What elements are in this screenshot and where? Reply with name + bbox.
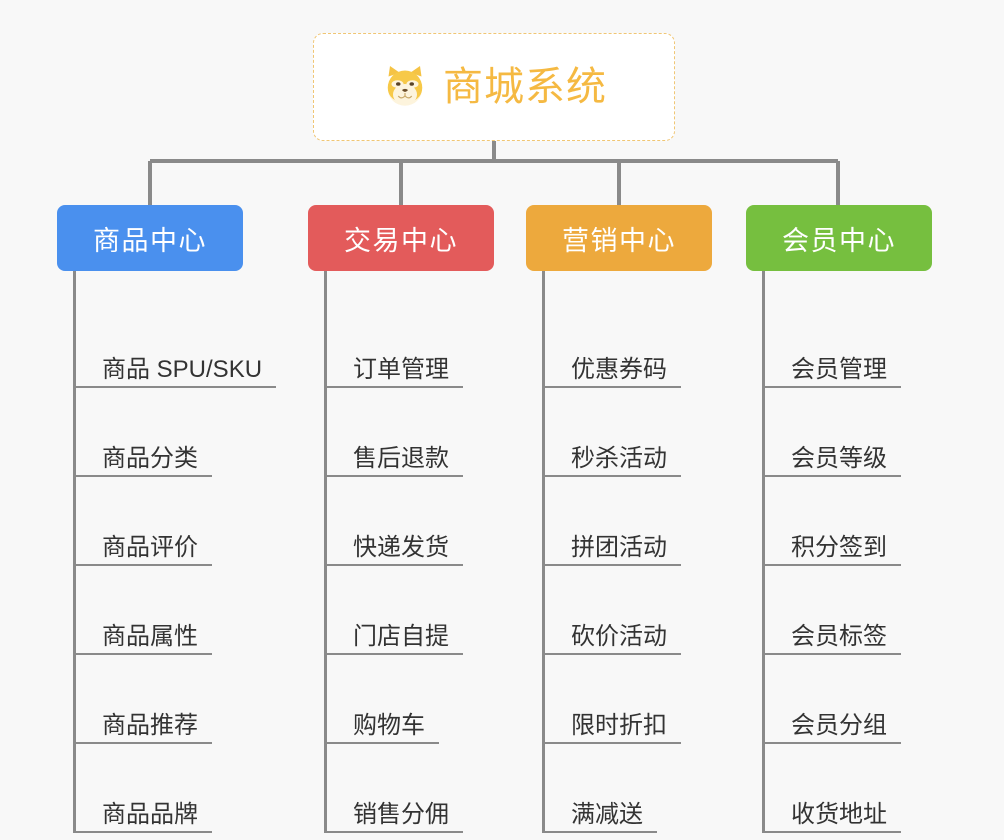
leaf-underline xyxy=(762,742,901,744)
leaf-spine-2 xyxy=(542,271,545,833)
leaf-item[interactable]: 商品 SPU/SKU xyxy=(57,299,276,388)
leaf-underline xyxy=(542,386,681,388)
leaf-underline xyxy=(542,653,681,655)
leaf-item[interactable]: 会员分组 xyxy=(746,655,932,744)
leaf-underline xyxy=(762,831,901,833)
leaf-item[interactable]: 快递发货 xyxy=(308,477,494,566)
leaf-label: 订单管理 xyxy=(353,356,449,383)
leaf-underline xyxy=(542,742,681,744)
leaf-underline xyxy=(324,475,463,477)
leaf-underline xyxy=(73,475,212,477)
branch-column-1: 交易中心 订单管理 售后退款 快递发货 门店自提 购物车 xyxy=(308,205,494,833)
leaf-item[interactable]: 门店自提 xyxy=(308,566,494,655)
category-label-0: 商品中心 xyxy=(93,225,207,256)
leaf-label: 满减送 xyxy=(571,801,643,828)
leaf-item[interactable]: 购物车 xyxy=(308,655,494,744)
leaf-item[interactable]: 满减送 xyxy=(526,744,712,833)
leaf-item[interactable]: 拼团活动 xyxy=(526,477,712,566)
leaf-label: 会员标签 xyxy=(791,623,887,650)
leaf-underline xyxy=(762,475,901,477)
leaf-label: 商品分类 xyxy=(102,445,198,472)
category-label-3: 会员中心 xyxy=(782,225,896,256)
leaf-spine-0 xyxy=(73,271,76,833)
leaf-list-1: 订单管理 售后退款 快递发货 门店自提 购物车 销售分佣 xyxy=(308,271,494,833)
leaf-underline xyxy=(73,653,212,655)
leaf-underline xyxy=(73,742,212,744)
leaf-label: 拼团活动 xyxy=(571,534,667,561)
category-box-3[interactable]: 会员中心 xyxy=(746,205,932,271)
leaf-label: 优惠券码 xyxy=(571,356,667,383)
leaf-item[interactable]: 售后退款 xyxy=(308,388,494,477)
leaf-label: 收货地址 xyxy=(791,801,887,828)
leaf-item[interactable]: 积分签到 xyxy=(746,477,932,566)
leaf-label: 购物车 xyxy=(353,712,425,739)
leaf-underline xyxy=(324,564,463,566)
leaf-item[interactable]: 收货地址 xyxy=(746,744,932,833)
leaf-item[interactable]: 优惠券码 xyxy=(526,299,712,388)
leaf-item[interactable]: 商品推荐 xyxy=(57,655,243,744)
leaf-label: 门店自提 xyxy=(353,623,449,650)
leaf-label: 砍价活动 xyxy=(571,623,667,650)
leaf-underline xyxy=(324,653,463,655)
leaf-underline xyxy=(73,386,276,388)
leaf-item[interactable]: 会员管理 xyxy=(746,299,932,388)
branch-column-2: 营销中心 优惠券码 秒杀活动 拼团活动 砍价活动 限时折扣 xyxy=(526,205,712,833)
leaf-underline xyxy=(324,386,463,388)
leaf-item[interactable]: 商品品牌 xyxy=(57,744,243,833)
leaf-item[interactable]: 会员标签 xyxy=(746,566,932,655)
leaf-item[interactable]: 限时折扣 xyxy=(526,655,712,744)
leaf-underline xyxy=(73,564,212,566)
leaf-underline xyxy=(542,475,681,477)
root-node[interactable]: 商城系统 xyxy=(313,33,675,141)
root-title: 商城系统 xyxy=(443,65,607,109)
leaf-label: 商品 SPU/SKU xyxy=(102,356,263,383)
leaf-label: 商品推荐 xyxy=(102,712,198,739)
leaf-label: 会员管理 xyxy=(791,356,887,383)
leaf-item[interactable]: 砍价活动 xyxy=(526,566,712,655)
leaf-label: 限时折扣 xyxy=(571,712,667,739)
shiba-dog-face-icon xyxy=(387,66,423,106)
leaf-label: 售后退款 xyxy=(353,445,449,472)
leaf-underline xyxy=(762,564,901,566)
leaf-item[interactable]: 会员等级 xyxy=(746,388,932,477)
leaf-underline xyxy=(762,386,901,388)
leaf-label: 商品品牌 xyxy=(102,801,198,828)
category-label-2: 营销中心 xyxy=(562,225,676,256)
leaf-label: 快递发货 xyxy=(353,534,449,561)
leaf-item[interactable]: 订单管理 xyxy=(308,299,494,388)
leaf-label: 会员等级 xyxy=(791,445,887,472)
leaf-label: 商品属性 xyxy=(102,623,198,650)
leaf-underline xyxy=(324,831,463,833)
leaf-underline xyxy=(762,653,901,655)
leaf-label: 销售分佣 xyxy=(353,801,449,828)
branch-column-3: 会员中心 会员管理 会员等级 积分签到 会员标签 会员分组 xyxy=(746,205,932,833)
category-box-1[interactable]: 交易中心 xyxy=(308,205,494,271)
category-box-2[interactable]: 营销中心 xyxy=(526,205,712,271)
leaf-underline xyxy=(542,831,657,833)
leaf-item[interactable]: 销售分佣 xyxy=(308,744,494,833)
leaf-item[interactable]: 商品评价 xyxy=(57,477,243,566)
category-label-1: 交易中心 xyxy=(344,225,458,256)
leaf-label: 会员分组 xyxy=(791,712,887,739)
leaf-spine-1 xyxy=(324,271,327,833)
leaf-label: 积分签到 xyxy=(791,534,887,561)
leaf-item[interactable]: 商品属性 xyxy=(57,566,243,655)
branch-column-0: 商品中心 商品 SPU/SKU 商品分类 商品评价 商品属性 商品推荐 xyxy=(57,205,276,833)
leaf-underline xyxy=(324,742,439,744)
leaf-spine-3 xyxy=(762,271,765,833)
leaf-item[interactable]: 商品分类 xyxy=(57,388,243,477)
leaf-list-0: 商品 SPU/SKU 商品分类 商品评价 商品属性 商品推荐 商品品牌 xyxy=(57,271,276,833)
leaf-underline xyxy=(73,831,212,833)
leaf-item[interactable]: 秒杀活动 xyxy=(526,388,712,477)
category-box-0[interactable]: 商品中心 xyxy=(57,205,243,271)
leaf-list-3: 会员管理 会员等级 积分签到 会员标签 会员分组 收货地址 xyxy=(746,271,932,833)
leaf-label: 商品评价 xyxy=(102,534,198,561)
leaf-label: 秒杀活动 xyxy=(571,445,667,472)
leaf-underline xyxy=(542,564,681,566)
leaf-list-2: 优惠券码 秒杀活动 拼团活动 砍价活动 限时折扣 满减送 xyxy=(526,271,712,833)
